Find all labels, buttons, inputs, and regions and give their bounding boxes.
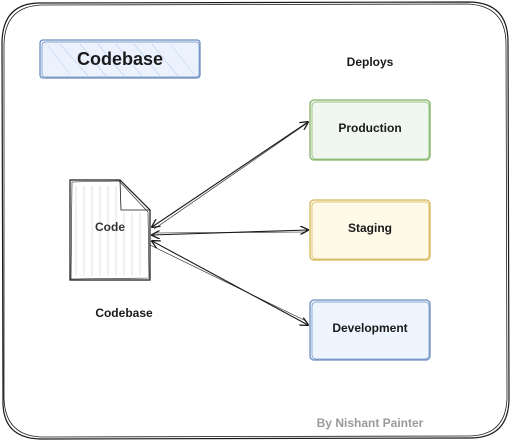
code-label: Code — [95, 220, 125, 234]
codebase-caption: Codebase — [95, 306, 153, 320]
page-title: Codebase — [76, 49, 164, 69]
arrow-code-development — [149, 241, 308, 325]
production-box — [309, 99, 431, 161]
staging-box — [309, 199, 431, 261]
arrow-code-staging — [152, 230, 308, 235]
arrow-code-production — [152, 122, 308, 230]
author-credit: By Nishant Painter — [316, 416, 424, 430]
development-box — [309, 299, 431, 361]
staging-label: Staging — [348, 221, 392, 235]
production-label: Production — [338, 121, 402, 135]
development-label: Development — [332, 321, 408, 335]
deploys-label: Deploys — [346, 55, 394, 69]
title-box — [39, 39, 201, 79]
